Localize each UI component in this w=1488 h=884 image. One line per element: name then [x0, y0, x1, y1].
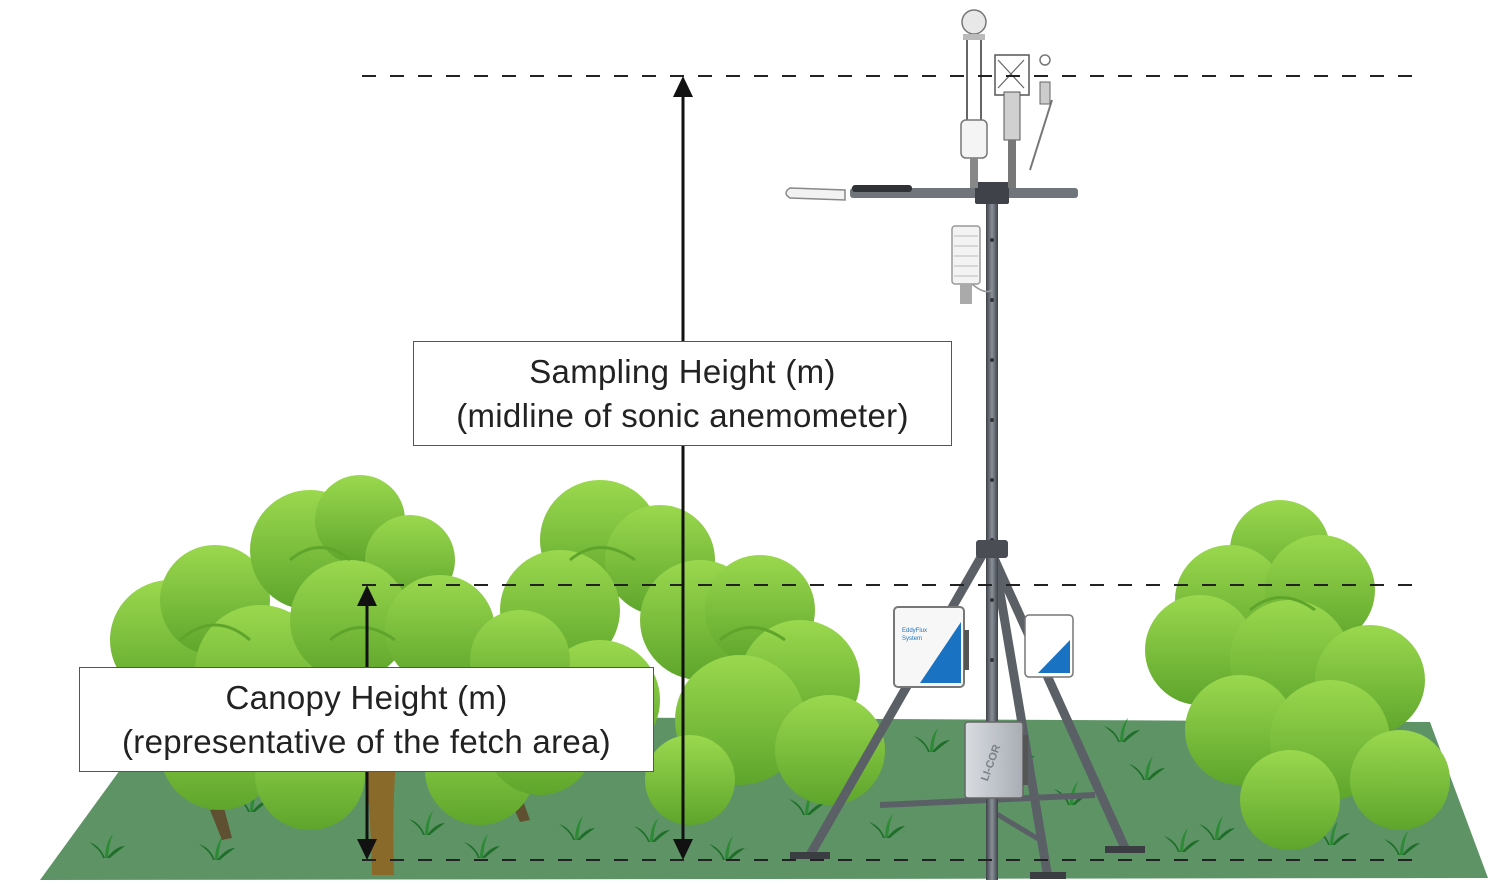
sampling-height-arrow: [673, 76, 693, 860]
flux-tower: EddyFlux System LI-COR: [785, 9, 1145, 880]
sampling-height-label: Sampling Height (m) (midline of sonic an…: [413, 341, 952, 446]
shrub-cluster-right: [1145, 500, 1450, 850]
data-logger-box: LI-COR: [964, 721, 1028, 799]
reference-lines: [362, 75, 1412, 861]
eddyflux-enclosure: EddyFlux System: [893, 606, 969, 688]
sampling-height-title: Sampling Height (m): [529, 352, 836, 390]
canopy-height-label: Canopy Height (m) (representative of the…: [79, 667, 654, 772]
sampling-height-subtitle: (midline of sonic anemometer): [456, 396, 909, 434]
canopy-height-subtitle: (representative of the fetch area): [122, 722, 611, 760]
secondary-enclosure: [1024, 614, 1074, 678]
enclosure-label-line1: EddyFlux: [902, 628, 927, 634]
enclosure-label-line2: System: [902, 636, 922, 642]
canopy-height-title: Canopy Height (m): [225, 678, 508, 716]
